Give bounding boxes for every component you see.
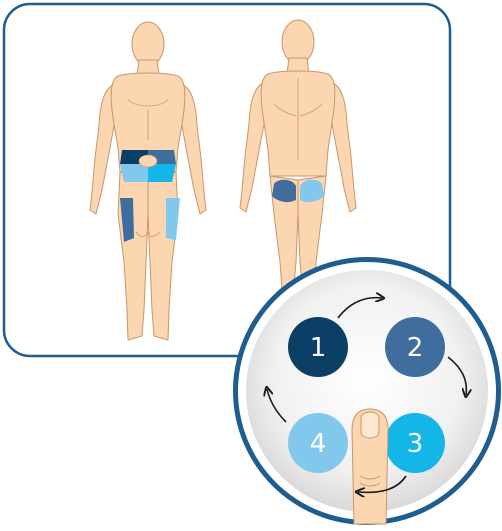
finger-icon	[352, 409, 388, 524]
zone-2-label: 2	[407, 333, 424, 363]
zone-circle-3: 3	[385, 413, 445, 473]
navel-marker	[139, 155, 157, 167]
zone-circle-4: 4	[288, 413, 348, 473]
zone-circle-2: 2	[385, 317, 445, 377]
zone-4-buttock	[300, 180, 324, 202]
zone-3-label: 3	[407, 429, 424, 459]
zone-3-abdomen	[148, 164, 176, 182]
zone-4-abdomen	[120, 164, 148, 182]
zone-2-buttock	[272, 180, 296, 202]
zone-circle-1: 1	[288, 317, 348, 377]
front-abdomen-zones	[120, 150, 176, 182]
zone-4-label: 4	[310, 429, 327, 459]
zone-1-label: 1	[310, 333, 327, 363]
